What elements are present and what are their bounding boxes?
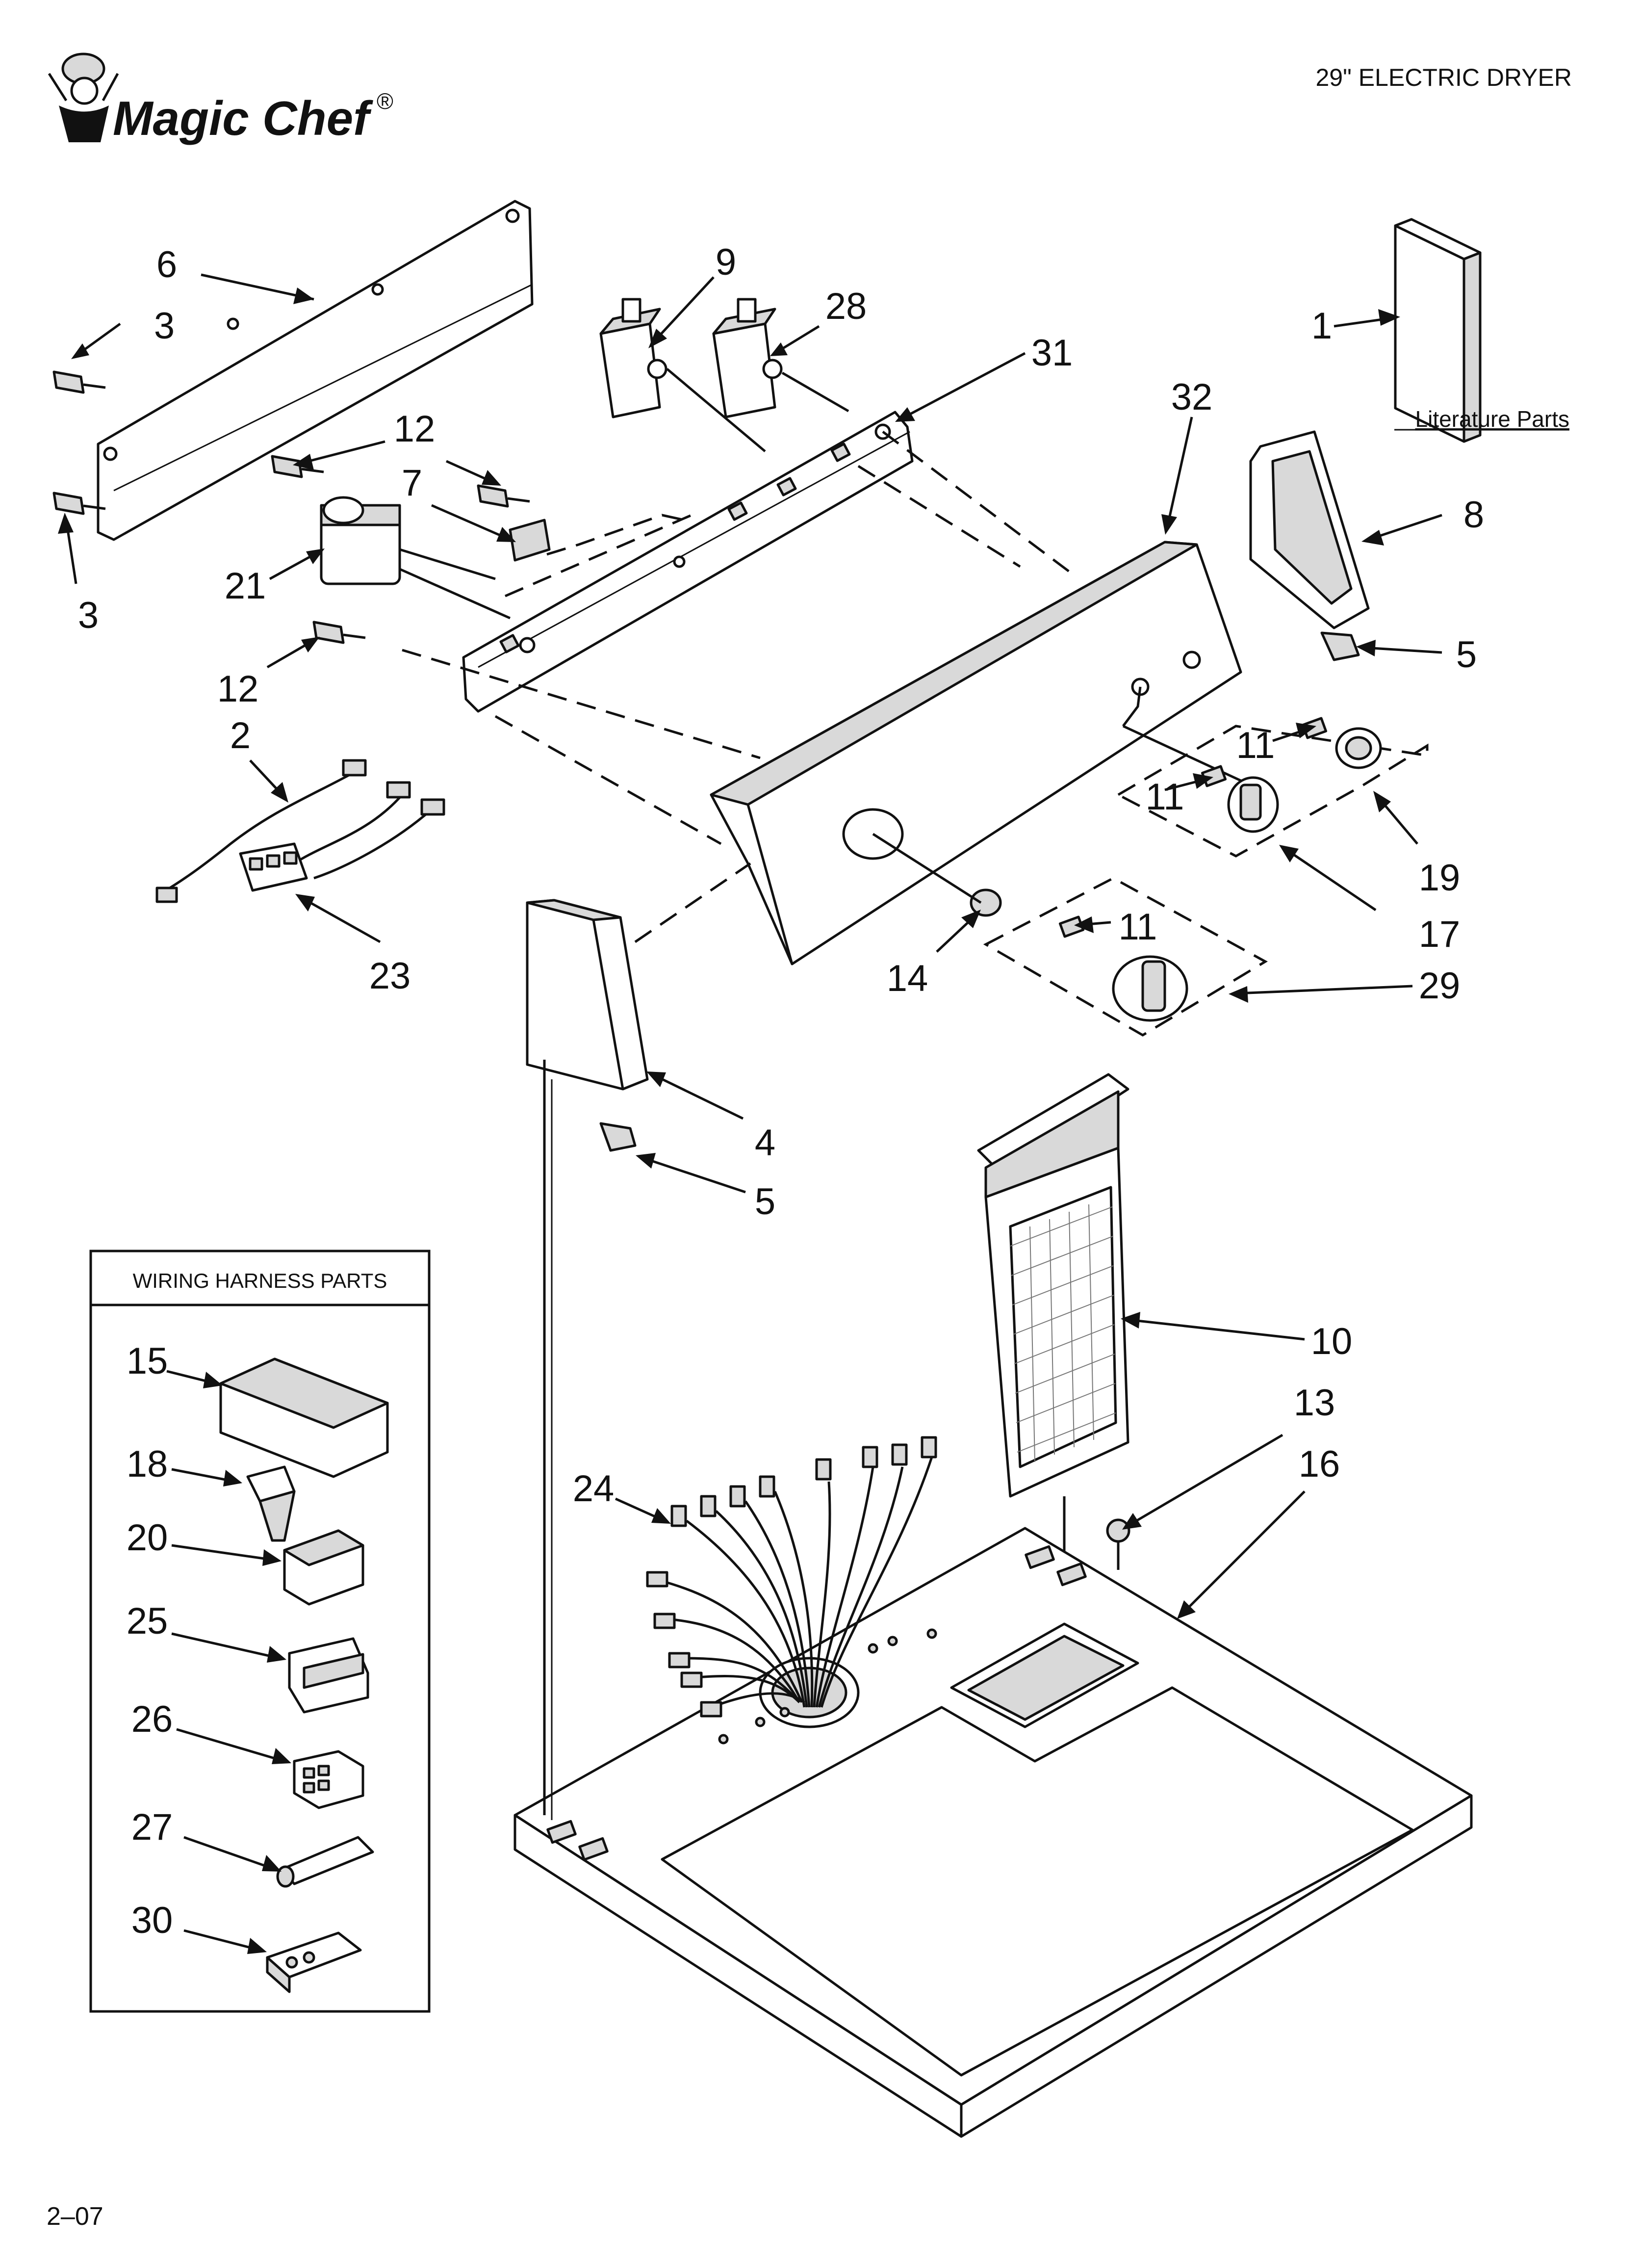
callout-13: 13: [1294, 1382, 1335, 1424]
bushing-14: [872, 833, 1002, 917]
callout-8: 8: [1463, 494, 1484, 536]
callout-11: 11: [1146, 776, 1184, 818]
clip-5: [1320, 631, 1360, 661]
callout-24: 24: [573, 1468, 615, 1510]
harness-part-18: [246, 1465, 296, 1542]
timer-21: [320, 496, 511, 620]
callout-5: 5: [755, 1181, 775, 1223]
brand-name: Magic Chef: [113, 91, 373, 145]
callout-15: 15: [127, 1340, 168, 1382]
harness-part-27: [276, 1836, 374, 1888]
callout-7: 7: [402, 462, 422, 504]
callout-3: 3: [154, 305, 175, 347]
clip-7: [509, 519, 551, 562]
harness-part-30: [266, 1931, 362, 1993]
harness-part-20: [283, 1529, 364, 1606]
screw-icon: [271, 455, 324, 478]
switch-9: [599, 298, 667, 418]
harness-part-26: [293, 1750, 364, 1809]
callout-20: 20: [127, 1517, 168, 1559]
screw-icon: [477, 484, 530, 508]
callout-5: 5: [1456, 634, 1477, 676]
clip-5: [599, 1122, 637, 1152]
wiring-box-title: WIRING HARNESS PARTS: [133, 1269, 387, 1292]
callout-11: 11: [1119, 906, 1157, 948]
callout-25: 25: [127, 1600, 168, 1642]
callout-30: 30: [131, 1900, 173, 1941]
screw-icon: [52, 370, 106, 394]
callout-31: 31: [1031, 332, 1073, 374]
callout-12: 12: [217, 668, 259, 710]
harness-part-15: [219, 1357, 389, 1478]
callout-17: 17: [1419, 913, 1461, 955]
callout-32: 32: [1171, 376, 1213, 418]
wiring-harness-parts-box: WIRING HARNESS PARTS: [89, 1250, 431, 2013]
callout-3: 3: [78, 595, 99, 636]
callout-14: 14: [887, 958, 928, 999]
connector-23: [239, 842, 308, 892]
knob-19: [1335, 727, 1382, 769]
callout-4: 4: [755, 1122, 775, 1164]
lint-screen-10: [977, 1073, 1129, 1498]
screw-icon: [312, 621, 366, 644]
callout-1: 1: [1311, 305, 1332, 347]
page-code: 2–07: [47, 2202, 103, 2231]
callout-26: 26: [131, 1698, 173, 1740]
callout-11: 11: [1236, 725, 1275, 766]
callout-23: 23: [369, 955, 411, 997]
wire-bundle-24: [646, 1436, 937, 1718]
rear-panel: [97, 200, 534, 541]
harness-part-25: [288, 1637, 369, 1714]
end-cap-4: [526, 899, 649, 1091]
page-title: 29" ELECTRIC DRYER: [1315, 64, 1572, 91]
dryer-top-16: [513, 1527, 1473, 2138]
callout-10: 10: [1311, 1321, 1353, 1362]
registered-mark: ®: [377, 88, 393, 114]
literature-label: Literature Parts: [1415, 406, 1569, 432]
callout-21: 21: [225, 565, 266, 607]
literature-book: [1394, 218, 1482, 443]
callout-27: 27: [131, 1806, 173, 1848]
screw-icon: [52, 492, 106, 515]
callout-12: 12: [394, 408, 436, 450]
knob-17: [1227, 776, 1279, 833]
switch-28: [712, 298, 783, 418]
chef-icon: [48, 52, 119, 142]
callout-19: 19: [1419, 857, 1461, 899]
callout-arrows: [58, 273, 1442, 1954]
screw-13: [1106, 1518, 1130, 1570]
callout-29: 29: [1419, 965, 1461, 1007]
callout-9: 9: [716, 241, 736, 283]
knob-29: [1112, 955, 1188, 1022]
callout-16: 16: [1299, 1443, 1340, 1485]
control-bracket: [462, 411, 914, 713]
callout-labels: 6 3 3 9 28 31 32 1 12 7 21 12 2 23 8 5 1…: [78, 241, 1484, 1941]
callout-6: 6: [156, 244, 177, 286]
callout-18: 18: [127, 1443, 168, 1485]
callout-2: 2: [230, 715, 251, 756]
brand-logo: Magic Chef ®: [48, 52, 393, 145]
end-cap-8: [1249, 430, 1370, 629]
callout-28: 28: [825, 286, 867, 327]
wiring-harness-2: [155, 759, 445, 903]
